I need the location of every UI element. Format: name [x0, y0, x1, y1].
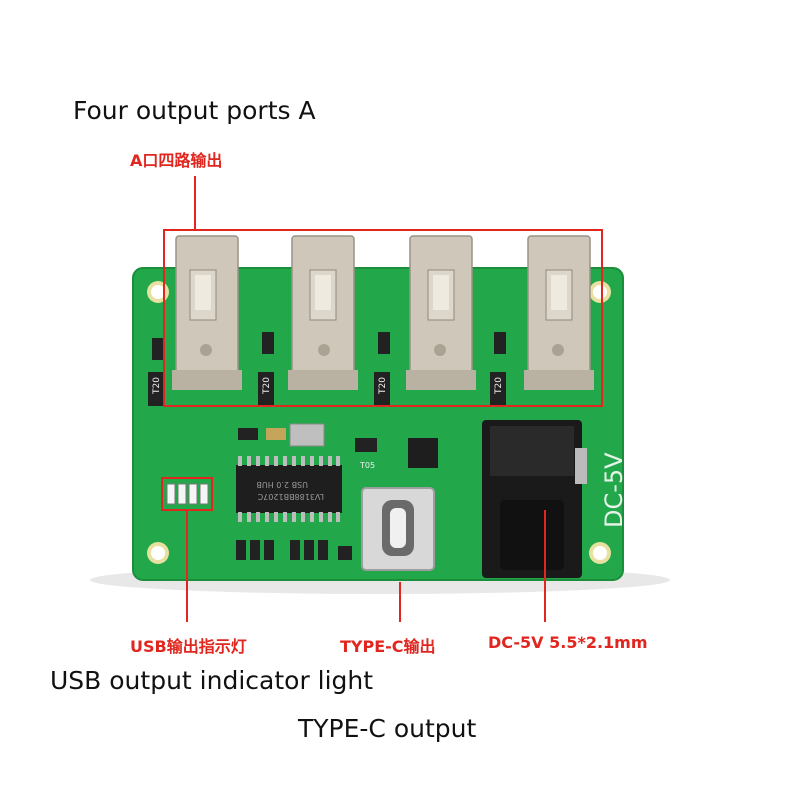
t05-mark: T05 [359, 461, 375, 470]
smd-part [355, 438, 377, 452]
usb-ports-highlight-box [163, 229, 603, 407]
crystal-oscillator [289, 423, 325, 447]
smd-components-row [148, 332, 506, 406]
resistor-mark-2: T20 [262, 377, 272, 395]
usb-a-port-2 [288, 235, 358, 390]
hub-chip: LV3188BB1207C USB 2.0 HUB [236, 456, 342, 522]
usb-a-port-1 [172, 235, 242, 390]
resistor-mark-4: T20 [494, 377, 504, 395]
label-four-ports-en: Four output ports A [73, 96, 316, 125]
label-typec-en: TYPE-C output [298, 714, 477, 743]
label-usb-indicator-cn: USB输出指示灯 [130, 637, 247, 656]
label-four-ports-cn: A口四路输出 [130, 151, 223, 170]
label-usb-indicator-en: USB output indicator light [50, 666, 374, 695]
label-typec-cn: TYPE-C输出 [340, 637, 436, 656]
chip-marking: LV3188BB1207C [257, 492, 324, 501]
smd-components-bottom [236, 540, 352, 560]
smd-part [266, 428, 286, 440]
usb-a-port-4 [524, 235, 594, 390]
smd-part [238, 428, 258, 440]
label-dc-cn: DC-5V 5.5*2.1mm [488, 633, 648, 652]
resistor-mark-1: T20 [152, 377, 162, 395]
dc-jack [482, 420, 587, 578]
typec-connector [361, 487, 435, 571]
pcb-edge [132, 267, 624, 581]
regulator-chip [408, 438, 438, 468]
resistor-mark-3: T20 [378, 377, 388, 395]
usb-a-port-3 [406, 235, 476, 390]
dc-silkscreen: DC-5V [600, 452, 628, 528]
chip-marking-2: USB 2.0 HUB [256, 480, 308, 489]
